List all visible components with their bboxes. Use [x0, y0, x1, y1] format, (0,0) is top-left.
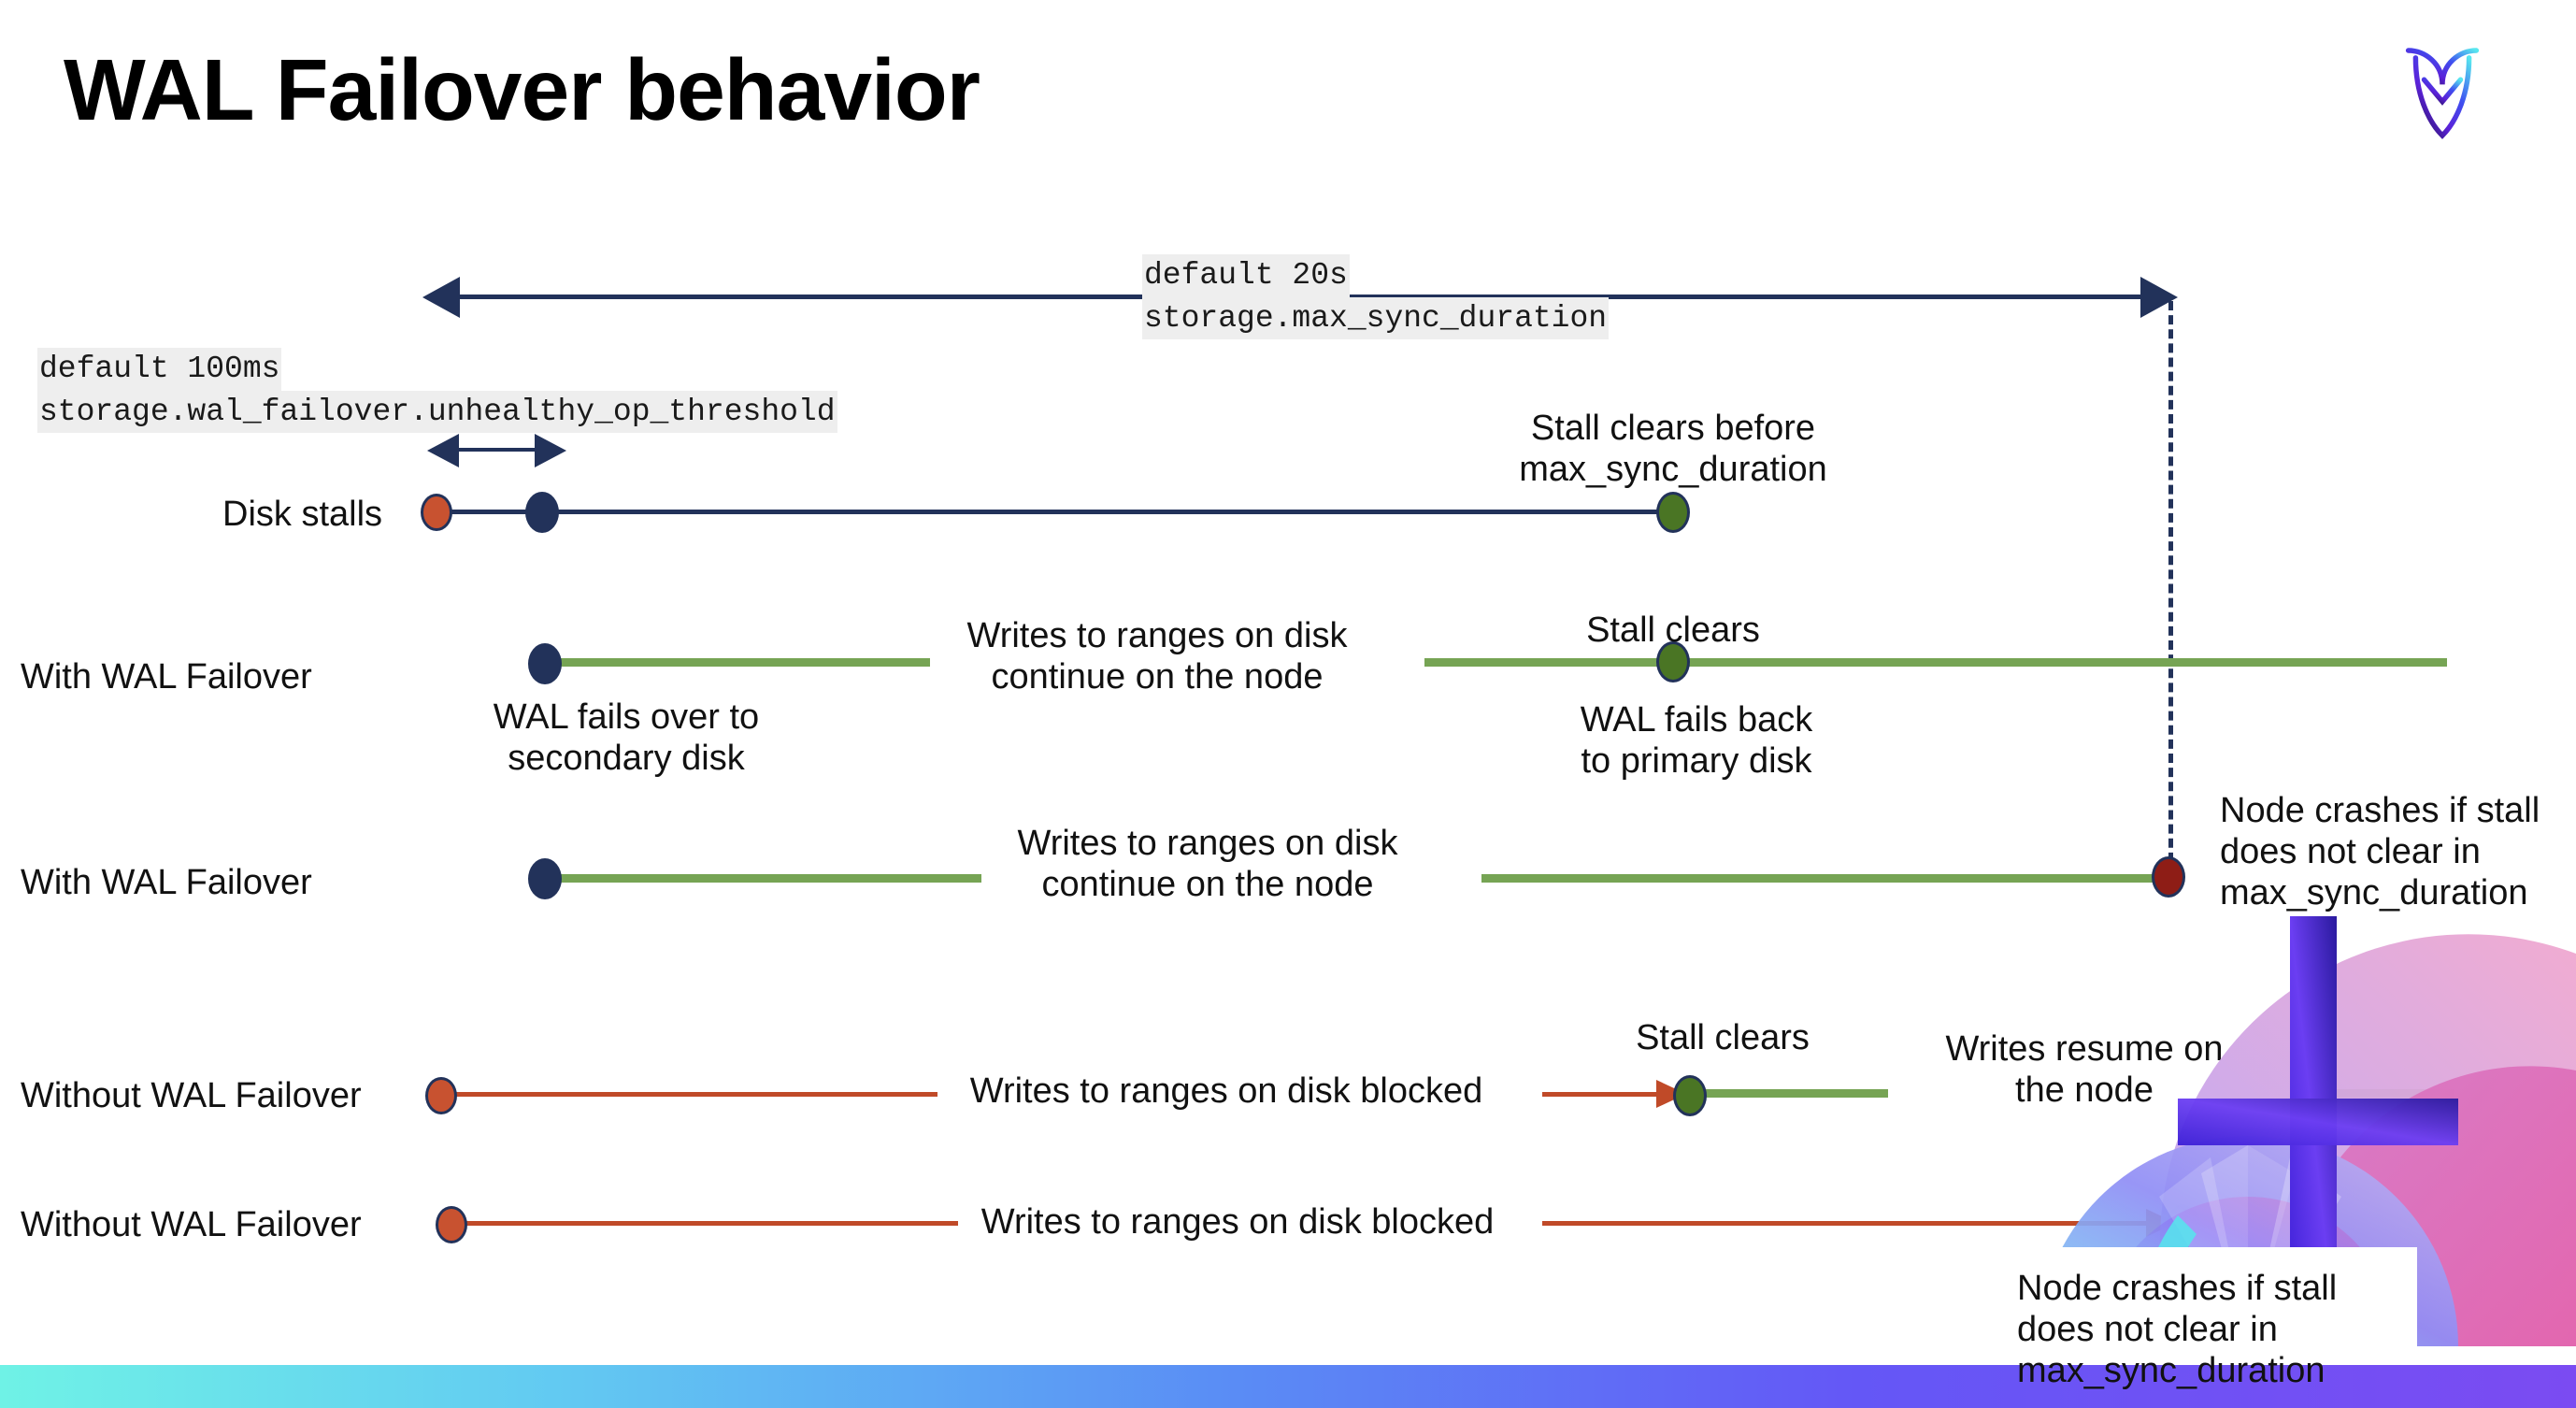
note-nowal2-node-crashes: Node crashes if stall does not clear in … — [2017, 1268, 2419, 1391]
threshold-arrow-left-head — [427, 434, 459, 467]
wal2-segment-a — [542, 874, 981, 883]
note-wal1-fails-back: WAL fails back to primary disk — [1481, 699, 1911, 782]
row-label-with-wal-failover-2: With WAL Failover — [21, 863, 312, 902]
threshold-arrow-right-head — [535, 434, 566, 467]
nowal1-stall-start-dot — [425, 1077, 457, 1114]
unhealthy-op-threshold-annotation: default 100ms storage.wal_failover.unhea… — [37, 348, 837, 434]
row-label-with-wal-failover-1: With WAL Failover — [21, 657, 312, 697]
max-sync-default-value: default 20s — [1142, 254, 1350, 297]
note-line: Writes resume on the node — [1945, 1029, 2224, 1111]
note-line: Node crashes if stall does not clear in … — [2017, 1269, 2338, 1391]
note-wal2-node-crashes: Node crashes if stall does not clear in … — [2220, 790, 2576, 913]
disk-stall-failover-dot — [525, 492, 559, 533]
nowal2-stall-start-dot — [436, 1206, 467, 1243]
max-sync-dashed-guide — [2168, 301, 2173, 876]
nowal2-blocked-segment-b — [1542, 1221, 2154, 1226]
row-label-without-wal-failover-2: Without WAL Failover — [21, 1205, 362, 1244]
note-wal2-writes-continue: Writes to ranges on disk continue on the… — [974, 823, 1441, 905]
disk-stall-start-dot — [421, 494, 452, 531]
wal1-stall-clear-dot — [1656, 641, 1690, 682]
note-nowal1-stall-clears: Stall clears — [1636, 1018, 1810, 1057]
note-line: Writes to ranges on disk continue on the… — [966, 616, 1348, 697]
row-label-disk-stalls: Disk stalls — [222, 495, 383, 534]
wal1-failover-dot — [528, 643, 562, 684]
disk-stalls-timeline — [439, 510, 1681, 514]
wal2-segment-b — [1481, 874, 2178, 883]
note-line: Writes to ranges on disk continue on the… — [1017, 824, 1398, 905]
note-line: WAL fails back to primary disk — [1580, 700, 1813, 782]
threshold-arrow-line — [457, 448, 539, 452]
note-nowal1-writes-blocked: Writes to ranges on disk blocked — [969, 1071, 1483, 1111]
wal2-failover-dot — [528, 858, 562, 899]
note-stall-clears-before: Stall clears before max_sync_duration — [1467, 408, 1879, 490]
row-label-without-wal-failover-1: Without WAL Failover — [21, 1076, 362, 1115]
nowal1-blocked-segment-a — [447, 1092, 937, 1097]
unhealthy-op-setting-name: storage.wal_failover.unhealthy_op_thresh… — [37, 390, 837, 434]
max-sync-setting-name: storage.max_sync_duration — [1142, 296, 1610, 340]
note-nowal1-writes-resume: Writes resume on the node — [1888, 1028, 2281, 1111]
cockroach-labs-logo-icon — [2382, 26, 2503, 148]
wal1-segment-b — [1424, 658, 2447, 667]
note-wal1-stall-clears: Stall clears — [1586, 611, 1760, 650]
page-title: WAL Failover behavior — [64, 41, 980, 138]
wal1-segment-a — [542, 658, 930, 667]
max-sync-arrow-left-head — [422, 277, 460, 318]
disk-stall-clear-dot — [1656, 492, 1690, 533]
wal2-crash-dot — [2152, 856, 2185, 898]
note-line: Node crashes if stall does not clear in … — [2220, 791, 2540, 913]
unhealthy-op-default-value: default 100ms — [37, 348, 282, 391]
note-wal1-fails-over: WAL fails over to secondary disk — [411, 697, 841, 779]
nowal1-resume-segment-a — [1701, 1089, 1888, 1098]
bottom-gradient-bar — [0, 1365, 2576, 1408]
nowal1-stall-clear-dot — [1673, 1075, 1707, 1116]
max-sync-duration-annotation: default 20s storage.max_sync_duration — [1142, 254, 1610, 340]
note-line: WAL fails over to secondary disk — [493, 697, 760, 779]
note-nowal2-writes-blocked: Writes to ranges on disk blocked — [980, 1202, 1495, 1242]
nowal1-blocked-segment-b — [1542, 1092, 1664, 1097]
note-wal1-writes-continue: Writes to ranges on disk continue on the… — [923, 615, 1391, 697]
nowal2-blocked-segment-a — [458, 1221, 958, 1226]
note-line: Stall clears before max_sync_duration — [1519, 409, 1827, 490]
